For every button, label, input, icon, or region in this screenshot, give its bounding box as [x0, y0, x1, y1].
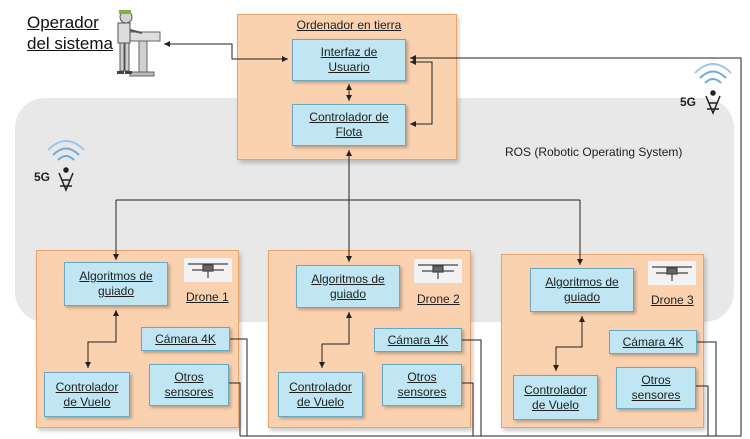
drone-name-3: Drone 3: [651, 293, 694, 307]
flight-controller-label-1: Controlador de Vuelo: [55, 379, 119, 409]
sensors-label-2: Otros sensores: [397, 370, 447, 399]
camera-label-2: Cámara 4K: [387, 332, 449, 347]
guidance-box-2: Algoritmos de guiado: [296, 265, 400, 308]
guidance-box-1: Algoritmos de guiado: [64, 262, 168, 306]
flight-controller-box-1: Controlador de Vuelo: [44, 372, 130, 417]
flight-controller-label-2: Controlador de Vuelo: [289, 379, 352, 409]
fleet-controller-box: Controlador de Flota: [292, 104, 406, 146]
flight-controller-label-3: Controlador de Vuelo: [524, 382, 587, 412]
signal-label-left: 5G: [34, 170, 51, 184]
sensors-box-2: Otros sensores: [382, 364, 462, 406]
guidance-label-2: Algoritmos de guiado: [311, 271, 385, 301]
operator-label: Operador del sistema: [27, 13, 113, 53]
ui-box: Interfaz de Usuario: [292, 39, 406, 81]
ground-station-title: Ordenador en tierra: [296, 18, 402, 32]
guidance-label-3: Algoritmos de guiado: [545, 275, 619, 304]
guidance-box-3: Algoritmos de guiado: [530, 268, 634, 312]
camera-label-3: Cámara 4K: [622, 334, 684, 349]
fleet-controller-label: Controlador de Flota: [309, 110, 389, 139]
guidance-label-1: Algoritmos de guiado: [79, 269, 153, 298]
ui-label: Interfaz de Usuario: [320, 45, 378, 74]
sensors-box-3: Otros sensores: [616, 367, 696, 409]
camera-box-2: Cámara 4K: [374, 328, 462, 352]
camera-label-1: Cámara 4K: [155, 331, 216, 346]
camera-box-1: Cámara 4K: [141, 327, 230, 351]
drone-name-1: Drone 1: [186, 290, 229, 304]
drone-name-2: Drone 2: [417, 292, 460, 306]
ros-label: ROS (Robotic Operating System): [505, 145, 683, 159]
operator-icon: [117, 10, 161, 77]
signal-label-right: 5G: [680, 95, 697, 109]
sensors-label-3: Otros sensores: [631, 373, 681, 402]
camera-box-3: Cámara 4K: [609, 330, 697, 354]
flight-controller-box-2: Controlador de Vuelo: [278, 372, 363, 417]
flight-controller-box-3: Controlador de Vuelo: [513, 375, 598, 420]
sensors-box-1: Otros sensores: [149, 364, 229, 406]
sensors-label-1: Otros sensores: [164, 370, 214, 399]
